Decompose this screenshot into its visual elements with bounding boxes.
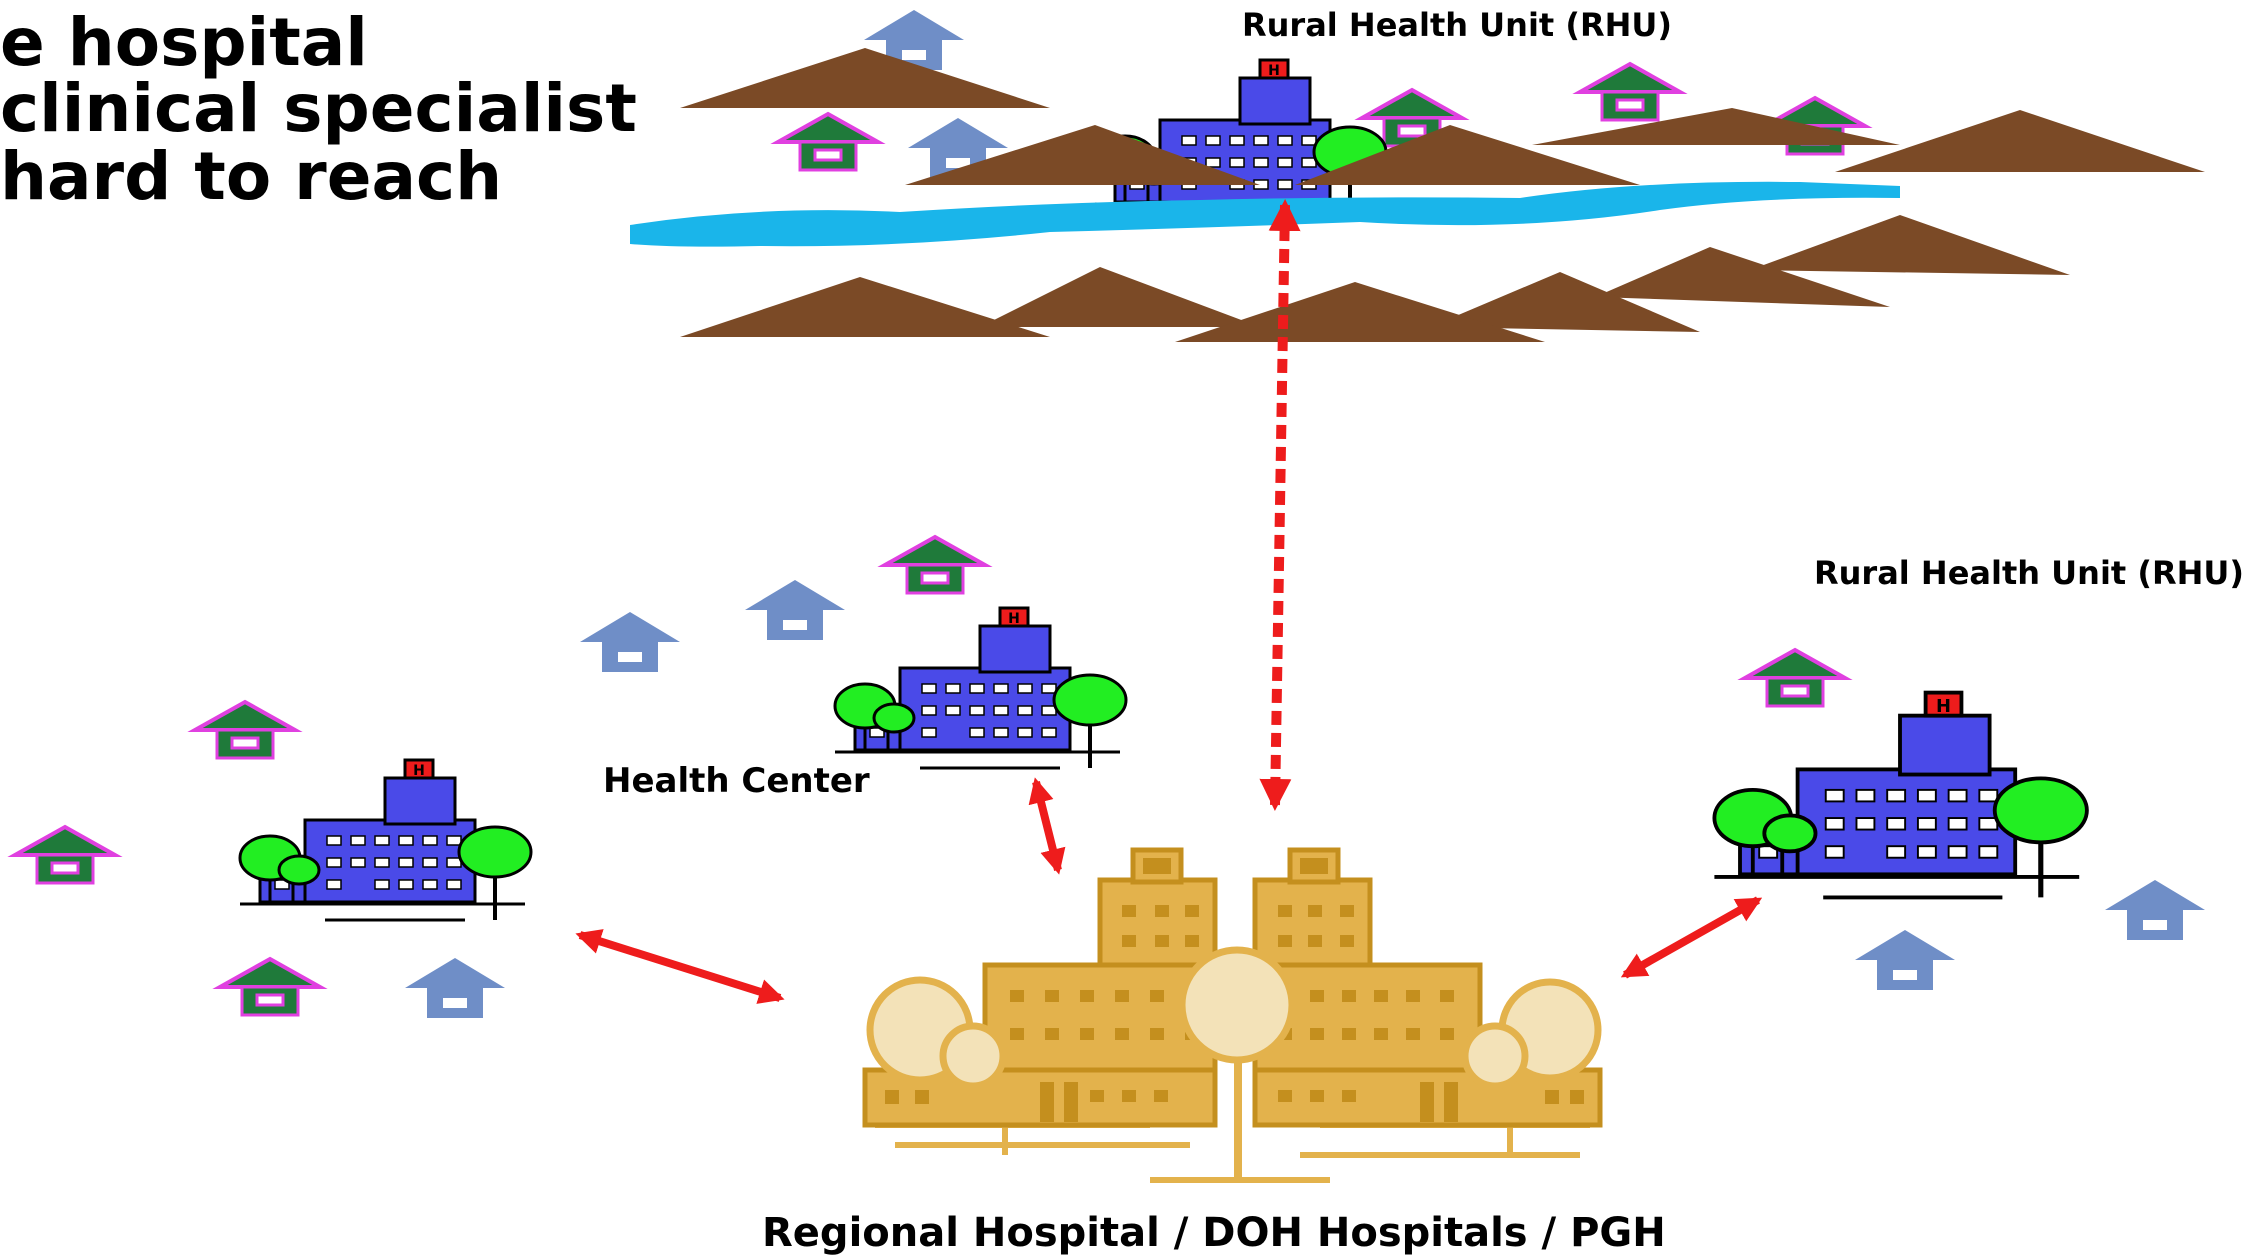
referral-arrow-rhu-top	[1259, 199, 1301, 811]
referral-arrow-rhu-right	[1620, 896, 1763, 979]
mountain-icon	[1595, 247, 1890, 307]
regional-hospital-icon	[862, 847, 1603, 1183]
bullet-hospital: e hospital	[0, 4, 368, 81]
rhu-right-label: Rural Health Unit (RHU)	[1814, 554, 2244, 592]
rhu-top-label: Rural Health Unit (RHU)	[1242, 6, 1672, 44]
house-green-icon	[776, 112, 880, 172]
house-green-icon	[193, 700, 297, 760]
house-green-icon	[218, 957, 322, 1017]
house-green-icon	[13, 825, 117, 885]
mountain-icon	[1835, 110, 2205, 172]
mountain-icon	[680, 48, 1050, 108]
mountain-icon	[680, 277, 1050, 337]
health-center-building-icon	[833, 606, 1128, 770]
remote-area	[630, 10, 2205, 342]
house-blue-icon	[1855, 930, 1955, 990]
referral-arrow-rhu-left	[575, 929, 785, 1004]
house-blue-icon	[580, 612, 680, 672]
rhu-building-icon	[1093, 58, 1388, 222]
mountain-icon	[1532, 108, 1900, 145]
house-green-icon	[1743, 648, 1847, 708]
mountain-icon	[905, 125, 1260, 185]
mountain-icon	[1750, 215, 2070, 275]
mountain-icon	[980, 267, 1260, 327]
mountain-icon	[1295, 125, 1640, 185]
house-green-icon	[883, 535, 987, 595]
rhu-left-building-icon	[238, 758, 533, 922]
bullet-clinical-specialist: clinical specialist	[0, 70, 637, 147]
mountain-icon	[1430, 272, 1700, 332]
house-green-icon	[1578, 62, 1682, 122]
health-center-label: Health Center	[603, 761, 870, 801]
bullet-hard-to-reach: hard to reach	[0, 138, 503, 215]
house-blue-icon	[745, 580, 845, 640]
house-blue-icon	[405, 958, 505, 1018]
house-blue-icon	[2105, 880, 2205, 940]
rhu-right-building-icon	[1714, 693, 2086, 898]
regional-hospital-label: Regional Hospital / DOH Hospitals / PGH	[762, 1210, 1666, 1256]
referral-arrow-health-center	[1028, 777, 1066, 875]
